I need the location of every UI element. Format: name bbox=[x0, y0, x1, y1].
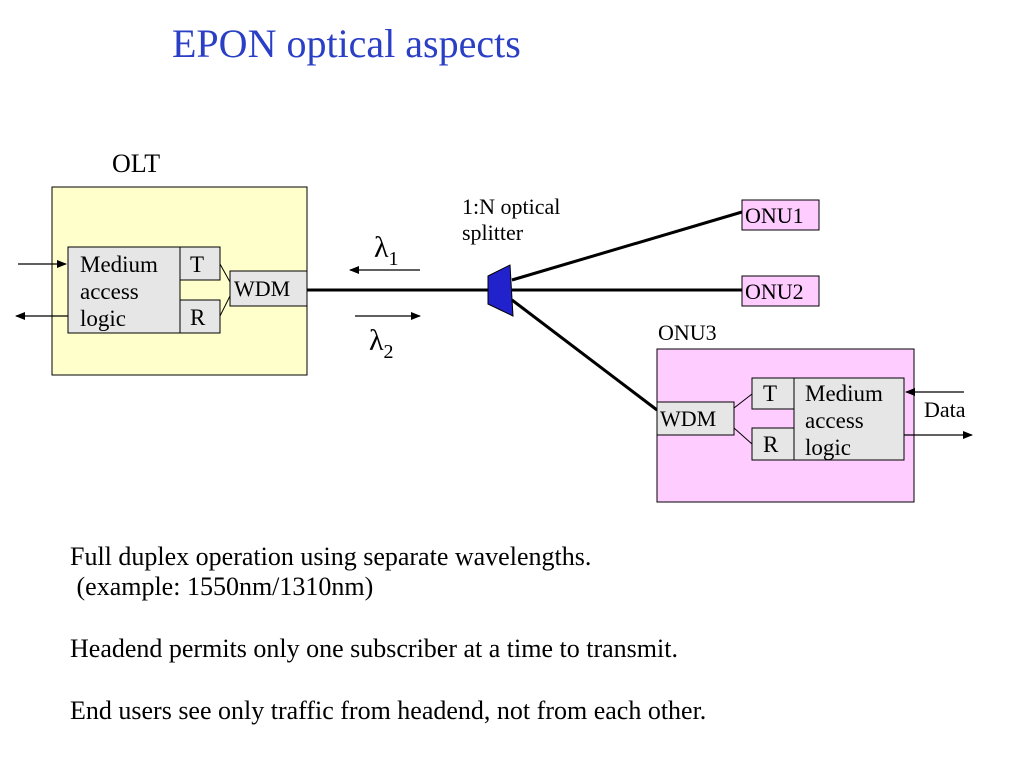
bullet-line-2: (example: 1550nm/1310nm) bbox=[70, 572, 374, 601]
bullet-line-4: End users see only traffic from headend,… bbox=[70, 696, 707, 725]
onu3-mac-line2: access bbox=[805, 408, 864, 433]
olt-label: OLT bbox=[112, 149, 160, 178]
olt-mac-block bbox=[67, 246, 181, 334]
onu1-label: ONU1 bbox=[745, 203, 804, 228]
olt-rx-connector bbox=[219, 295, 231, 317]
olt-tx-connector bbox=[219, 263, 231, 283]
onu3-rx-label: R bbox=[763, 432, 779, 457]
onu3-tx-label: T bbox=[763, 381, 777, 406]
onu2-label: ONU2 bbox=[745, 279, 804, 304]
splitter-shape bbox=[487, 264, 514, 317]
olt-rx-block bbox=[179, 299, 221, 334]
olt-mac-line1: Medium bbox=[80, 252, 158, 277]
splitter-label-line2: splitter bbox=[462, 220, 524, 245]
onu3-tx-connector bbox=[733, 393, 753, 409]
bullet-line-3: Headend permits only one subscriber at a… bbox=[70, 634, 678, 663]
fiber-onu3 bbox=[511, 298, 658, 412]
olt-tx-block bbox=[179, 246, 221, 281]
onu3-mac-line1: Medium bbox=[805, 381, 883, 406]
epon-diagram: OLT Medium access logic T R WDM λ1 λ2 1:… bbox=[15, 149, 973, 503]
onu3-mac-block bbox=[793, 377, 905, 461]
onu3-mac-line3: logic bbox=[805, 435, 851, 460]
olt-mac-line3: logic bbox=[80, 306, 126, 331]
onu3-wdm-label: WDM bbox=[660, 406, 716, 431]
onu2-box bbox=[741, 275, 820, 307]
fiber-onu1 bbox=[511, 210, 743, 282]
onu3-data-label: Data bbox=[924, 397, 966, 422]
onu3-rx-connector bbox=[733, 427, 753, 445]
lambda2-symbol: λ2 bbox=[369, 324, 394, 363]
onu1-box bbox=[741, 199, 820, 231]
onu3-label: ONU3 bbox=[658, 320, 717, 345]
olt-wdm-block bbox=[229, 270, 308, 307]
onu3-tx-block bbox=[751, 377, 795, 410]
olt-tx-label: T bbox=[190, 252, 204, 277]
olt-wdm-label: WDM bbox=[234, 276, 290, 301]
olt-mac-line2: access bbox=[80, 279, 139, 304]
lambda1-symbol: λ1 bbox=[374, 231, 399, 270]
bullet-line-1: Full duplex operation using separate wav… bbox=[70, 542, 592, 571]
page-title: EPON optical aspects bbox=[172, 21, 521, 66]
body-text: Full duplex operation using separate wav… bbox=[70, 542, 706, 726]
splitter-label-line1: 1:N optical bbox=[462, 194, 560, 219]
olt-rx-label: R bbox=[190, 305, 206, 330]
onu3-rx-block bbox=[751, 427, 795, 461]
onu3-wdm-block bbox=[656, 401, 735, 436]
